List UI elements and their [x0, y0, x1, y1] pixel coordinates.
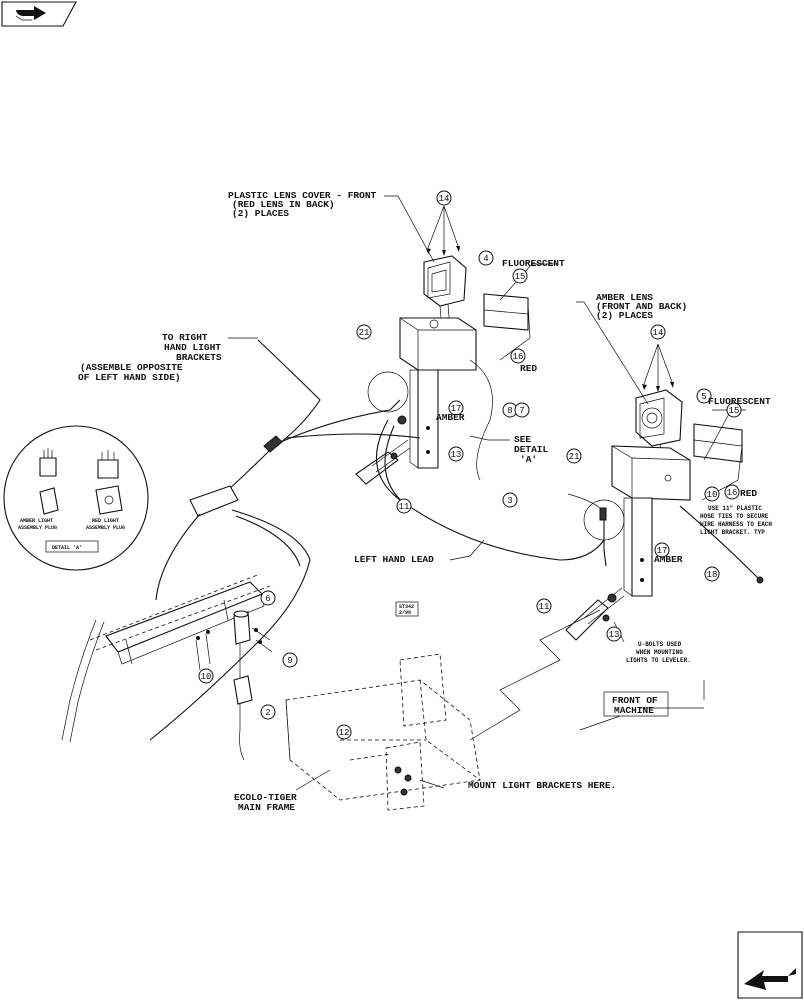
frame-label-2: MAIN FRAME — [238, 802, 295, 813]
callout-17-left: 17 — [451, 404, 462, 414]
detail-title: DETAIL 'A' — [52, 545, 82, 551]
leveler-bar-assembly — [89, 573, 273, 761]
callout-10-right: 10 — [707, 490, 718, 500]
drawing-stamp: ST342 2/99 — [395, 601, 419, 617]
main-frame — [285, 653, 481, 811]
callout-6: 6 — [265, 594, 270, 604]
callout-5: 5 — [701, 392, 706, 402]
callout-16-left: 16 — [513, 352, 524, 362]
right-light-assembly — [565, 343, 764, 641]
callout-9: 9 — [287, 656, 292, 666]
svg-text:ST342: ST342 — [399, 604, 414, 610]
u-bolts-label: U-BOLTS USED — [638, 641, 682, 648]
callout-21-right: 21 — [569, 452, 580, 462]
callout-3: 3 — [507, 496, 512, 506]
red-right-label: RED — [740, 488, 757, 499]
to-right-label-5: OF LEFT HAND SIDE) — [78, 372, 181, 383]
svg-text:2/99: 2/99 — [399, 610, 411, 616]
use-ties-label-2: HOSE TIES TO SECURE — [700, 513, 769, 520]
callout-15-left: 15 — [515, 272, 526, 282]
next-page-arrow-icon[interactable] — [737, 931, 803, 999]
routing-line — [469, 609, 601, 741]
front-of-machine-label: FRONT OF — [612, 695, 658, 706]
lens-cover-label-2: (RED LENS IN BACK) — [232, 199, 335, 210]
fluorescent-left-label: FLUORESCENT — [502, 258, 565, 269]
frame-label: ECOLO-TIGER — [234, 792, 297, 803]
callout-18: 18 — [707, 570, 718, 580]
callout-12: 12 — [339, 728, 350, 738]
callout-7: 7 — [519, 406, 524, 416]
amber-plug-label-2: ASSEMBLY PLUG — [18, 525, 57, 531]
amber-lens-label-2: (FRONT AND BACK) — [596, 301, 687, 312]
callout-2: 2 — [265, 708, 270, 718]
callout-11-left: 11 — [399, 502, 410, 512]
callout-4: 4 — [483, 254, 488, 264]
callout-13-right: 13 — [609, 630, 620, 640]
wiring-harness — [61, 339, 625, 743]
see-detail-label-3: 'A' — [520, 454, 537, 465]
book-arrow-icon[interactable] — [1, 1, 77, 27]
red-plug-label-2: ASSEMBLY PLUG — [86, 525, 125, 531]
fluorescent-right-label: FLUORESCENT — [708, 396, 771, 407]
mount-here-label: MOUNT LIGHT BRACKETS HERE. — [468, 780, 616, 791]
use-ties-label-3: WIRE HARNESS TO EACH — [700, 521, 772, 528]
to-right-label: TO RIGHT — [162, 332, 208, 343]
callout-8: 8 — [507, 406, 512, 416]
callout-14-left: 14 — [439, 194, 450, 204]
left-light-assembly — [355, 205, 529, 485]
red-left-label: RED — [520, 363, 537, 374]
see-detail-label-2: DETAIL — [514, 444, 549, 455]
amber-plug-label: AMBER LIGHT — [20, 518, 53, 524]
amber-lens-label-3: (2) PLACES — [596, 310, 653, 321]
callout-10-left: 10 — [201, 672, 212, 682]
u-bolts-label-3: LIGHTS TO LEVELER. — [626, 657, 691, 664]
detail-a: AMBER LIGHT ASSEMBLY PLUG RED LIGHT ASSE… — [3, 425, 149, 571]
callout-11-right: 11 — [539, 602, 550, 612]
red-plug-label: RED LIGHT — [92, 518, 119, 524]
callout-15-right: 15 — [729, 406, 740, 416]
amber-lens-label: AMBER LENS — [596, 292, 653, 303]
lens-cover-label: PLASTIC LENS COVER - FRONT — [228, 190, 377, 201]
callout-21-left: 21 — [359, 328, 370, 338]
front-of-machine-label-2: MACHINE — [614, 705, 654, 716]
amber-right-label: AMBER — [654, 554, 683, 565]
callout-14-right: 14 — [653, 328, 664, 338]
text-labels: PLASTIC LENS COVER - FRONT (RED LENS IN … — [78, 190, 772, 813]
to-right-label-2: HAND LIGHT — [164, 342, 221, 353]
use-ties-label-4: LIGHT BRACKET. TYP — [700, 529, 765, 536]
to-right-label-3: BRACKETS — [176, 352, 222, 363]
callouts: 14 4 15 21 16 17 8 7 13 11 3 14 5 15 21 … — [198, 190, 742, 740]
u-bolts-label-2: WHEN MOUNTING — [636, 649, 683, 656]
callout-17-right: 17 — [657, 546, 668, 556]
amber-left-label: AMBER — [436, 412, 465, 423]
left-hand-lead-label: LEFT HAND LEAD — [354, 554, 434, 565]
use-ties-label: USE 11" PLASTIC — [708, 505, 762, 512]
callout-13-left: 13 — [451, 450, 462, 460]
see-detail-label: SEE — [514, 434, 531, 445]
to-right-label-4: (ASSEMBLE OPPOSITE — [80, 362, 183, 373]
lens-cover-label-3: (2) PLACES — [232, 208, 289, 219]
callout-16-right: 16 — [727, 488, 738, 498]
